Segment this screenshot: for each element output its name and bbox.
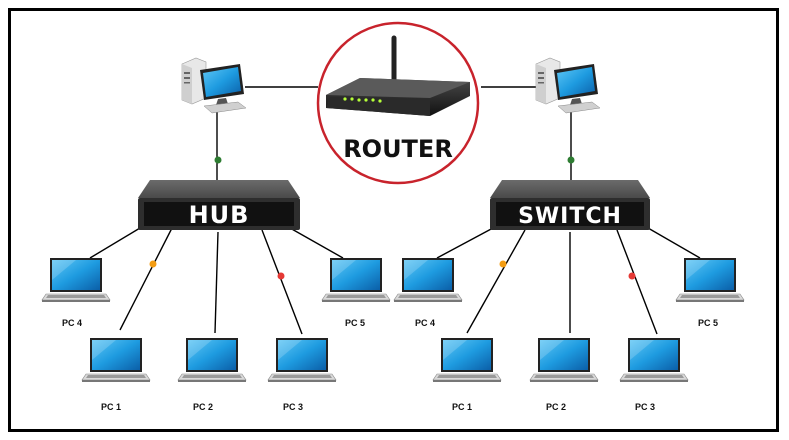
hub-box-top: [138, 180, 300, 198]
switch-laptops: PC 4 PC 1 PC 2 PC 3 PC 5: [393, 257, 745, 412]
link-hub-pc5: [289, 227, 344, 259]
link-switch-pc3: [616, 229, 658, 335]
laptop-icon: [177, 337, 247, 383]
link-hub-pc1: [119, 227, 173, 331]
link-hub-pc3: [261, 229, 303, 335]
desktop-computer-icon: [535, 57, 601, 114]
router-label: ROUTER: [343, 135, 453, 163]
status-dot-red: [277, 272, 285, 280]
hub-label: HUB: [189, 201, 250, 229]
laptop-icon: [41, 257, 111, 303]
switch-label: SWITCH: [518, 204, 622, 229]
hub-pc-label: PC 4: [62, 318, 82, 328]
hub-node: HUB: [138, 180, 300, 230]
switch-pc-label: PC 4: [415, 318, 435, 328]
switch-node: SWITCH: [490, 180, 650, 230]
switch-pc-label: PC 3: [635, 402, 655, 412]
router-node: ROUTER: [316, 21, 480, 185]
laptop-icon: [619, 337, 689, 383]
link-status-dots: [149, 156, 636, 280]
link-hub-pc2: [214, 231, 219, 334]
laptop-icon: [529, 337, 599, 383]
laptop-icon: [432, 337, 502, 383]
laptop-icon: [393, 257, 463, 303]
link-hub-pc4: [89, 227, 141, 259]
laptop-icon: [675, 257, 745, 303]
status-dot-orange: [149, 260, 157, 268]
laptop-icon: [321, 257, 391, 303]
connection-lines: [89, 86, 701, 335]
router-icon: [326, 35, 470, 116]
link-switch-pc5: [647, 227, 701, 259]
hub-pc-label: PC 2: [193, 402, 213, 412]
switch-box-top: [490, 180, 650, 198]
status-dot-red: [628, 272, 636, 280]
hub-pc-label: PC 5: [345, 318, 365, 328]
switch-pc-label: PC 1: [452, 402, 472, 412]
switch-pc-label: PC 2: [546, 402, 566, 412]
switch-pc-label: PC 5: [698, 318, 718, 328]
hub-pc-label: PC 3: [283, 402, 303, 412]
link-switch-pc1: [466, 229, 526, 334]
laptop-icon: [81, 337, 151, 383]
hub-laptops: PC 4 PC 1 PC 2 PC 3 PC 5: [41, 257, 391, 412]
link-switch-pc4: [436, 227, 494, 259]
laptop-icon: [267, 337, 337, 383]
status-dot-green: [214, 156, 222, 164]
hub-pc-label: PC 1: [101, 402, 121, 412]
status-dot-orange: [499, 260, 507, 268]
status-dot-green: [567, 156, 575, 164]
desktop-computer-icon: [181, 57, 247, 114]
